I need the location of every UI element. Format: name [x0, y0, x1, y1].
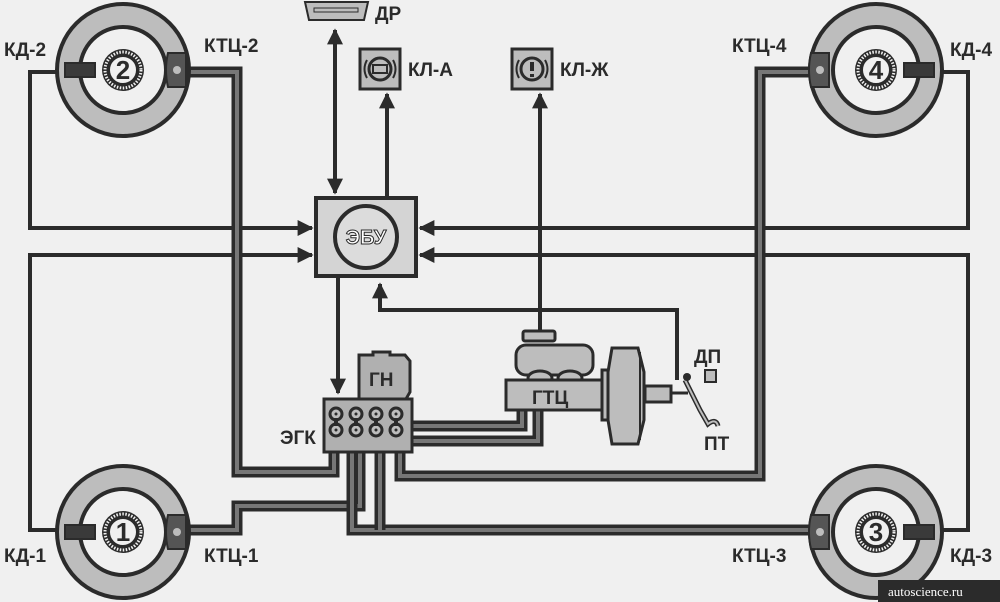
sensor-wires	[28, 70, 970, 532]
label-kd4: КД-4	[950, 40, 992, 61]
label-kl-zh: КЛ-Ж	[560, 60, 609, 81]
ecu: ЭБУ	[314, 196, 418, 278]
watermark-bg	[878, 580, 1000, 602]
brake-pedal: ДП ПТ	[682, 347, 730, 455]
pedal-sensor-wire	[372, 282, 679, 380]
wheel-4: 4	[808, 2, 944, 138]
label-dr: ДР	[375, 4, 402, 25]
label-kd1: КД-1	[4, 546, 46, 567]
wheel-speed-sensor	[64, 524, 96, 540]
diagnostic-connector: ДР	[303, 1, 402, 25]
label-gtc: ГТЦ	[532, 388, 568, 409]
wheel-speed-sensor	[903, 524, 935, 540]
label-ktc3: КТЦ-3	[732, 546, 786, 567]
wheel-number: 4	[869, 55, 884, 85]
label-egk: ЭГК	[280, 428, 316, 449]
wheel-number: 2	[116, 55, 130, 85]
wheel-speed-sensor	[64, 62, 96, 78]
wheel-3: 3	[808, 464, 944, 600]
wheel-1: 1	[55, 464, 191, 600]
label-kl-a: КЛ-А	[408, 60, 453, 81]
label-ebu: ЭБУ	[346, 227, 387, 249]
wheel-number: 3	[869, 517, 883, 547]
brake-pipes	[188, 66, 810, 536]
label-ktc4: КТЦ-4	[732, 36, 787, 57]
label-kd3: КД-3	[950, 546, 992, 567]
label-ktc2: КТЦ-2	[204, 36, 258, 57]
label-dp: ДП	[694, 347, 721, 368]
hydraulic-modulator: ЭГК	[280, 397, 414, 454]
hydraulic-pump: ГН	[357, 350, 412, 401]
wheel-2: 2	[55, 2, 191, 138]
label-kd2: КД-2	[4, 40, 46, 61]
wheel-number: 1	[116, 517, 130, 547]
abs-warning-lamp: КЛ-А	[358, 47, 453, 91]
label-ktc1: КТЦ-1	[204, 546, 259, 567]
master-cylinder: ГТЦ	[504, 329, 688, 446]
label-pt: ПТ	[704, 434, 730, 455]
brake-warning-lamp: КЛ-Ж	[510, 47, 609, 91]
label-gn: ГН	[369, 370, 394, 391]
watermark: autoscience.ru	[888, 584, 963, 599]
wheel-speed-sensor	[903, 62, 935, 78]
